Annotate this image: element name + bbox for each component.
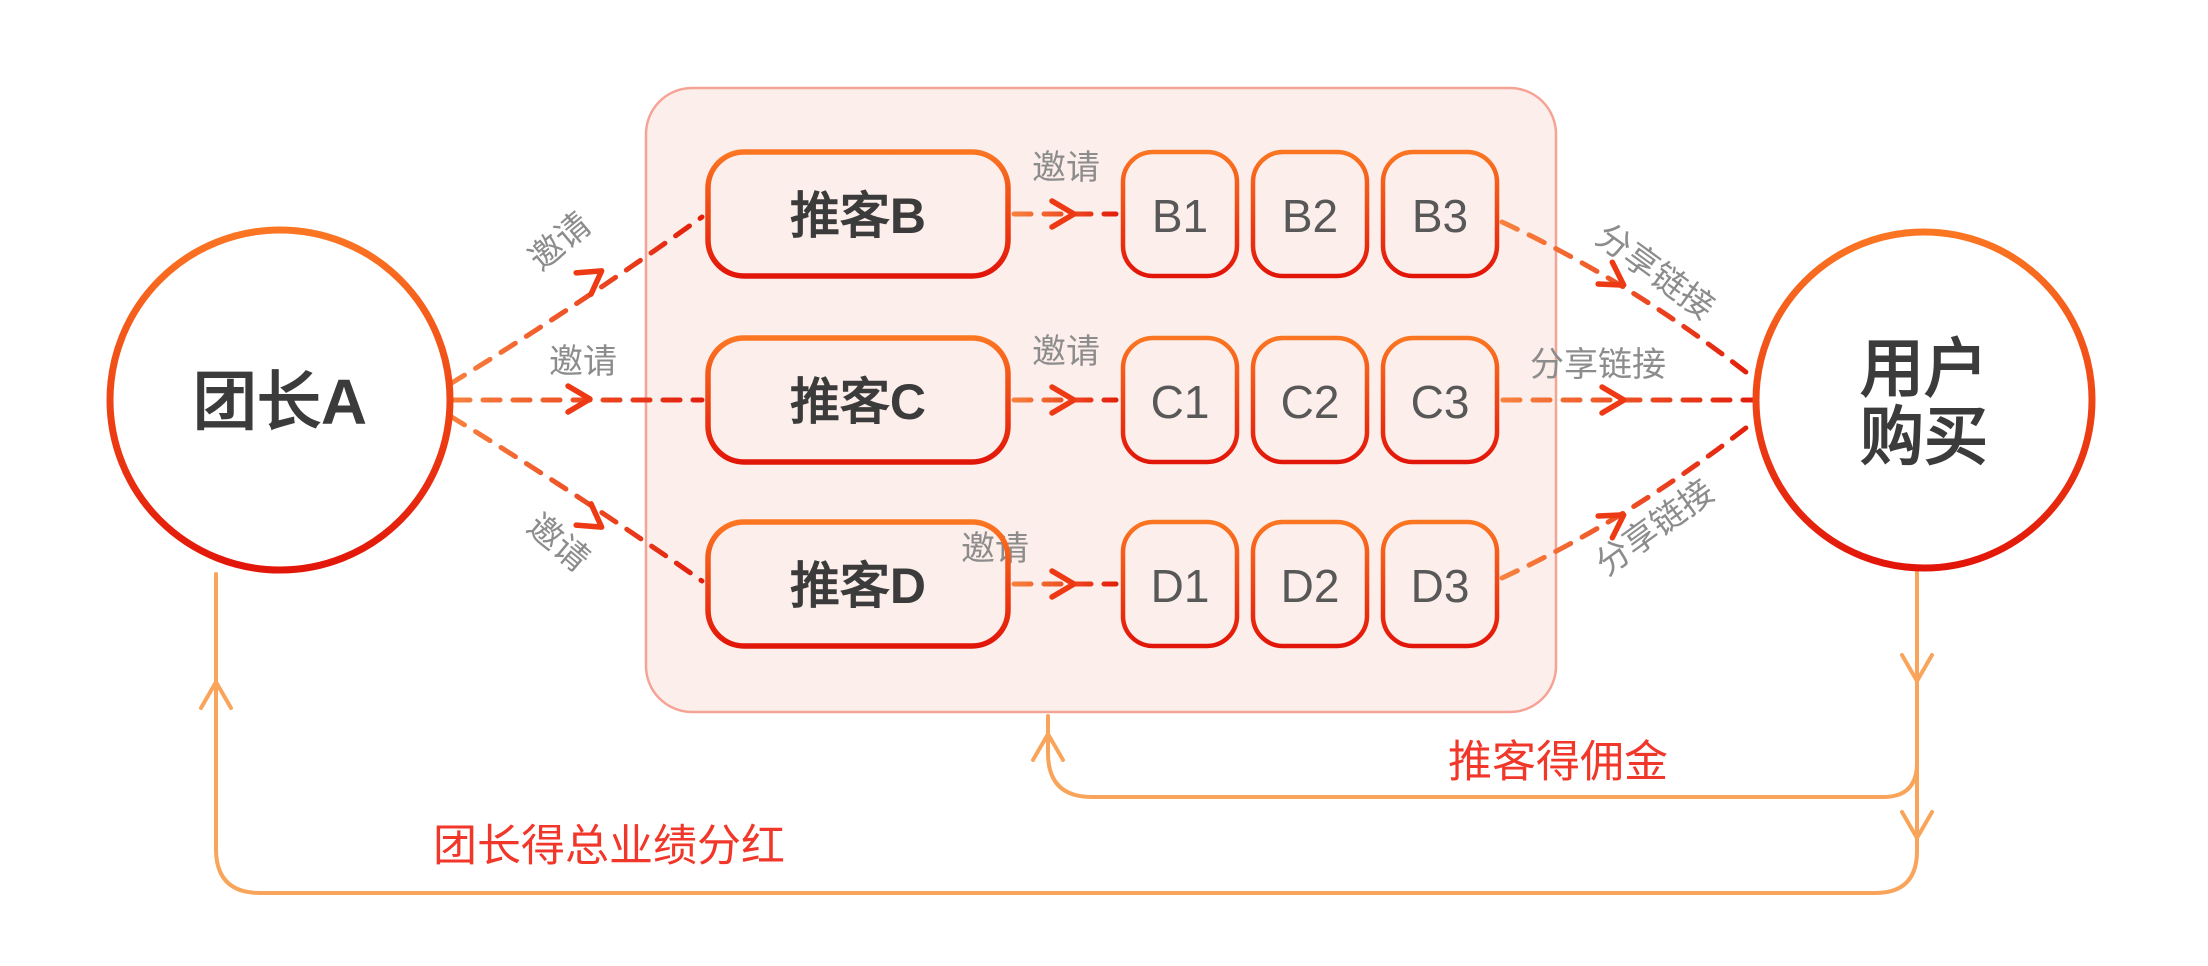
invite-label-row-c: 邀请 <box>1032 333 1100 371</box>
dividend-path <box>214 567 1919 895</box>
sub-promoter-box <box>1250 519 1370 649</box>
promoter-label: 推客D <box>790 558 926 614</box>
sub-node-d3: D3 <box>1380 519 1500 649</box>
commission-label: 推客得佣金 <box>1448 738 1668 787</box>
sub-promoter-box <box>1380 335 1500 465</box>
arrow-down-icon <box>1900 810 1934 840</box>
sub-promoter-box <box>1120 149 1240 279</box>
invite-label-bottom: 邀请 <box>520 507 597 580</box>
sub-node-b2: B2 <box>1250 149 1370 279</box>
sub-promoter-label: D3 <box>1411 560 1470 612</box>
arrow-up-icon <box>199 680 233 710</box>
sub-node-c3: C3 <box>1380 335 1500 465</box>
leader-node: 团长A <box>106 226 454 574</box>
arrowhead-icon <box>576 260 609 294</box>
promoter-label: 推客C <box>790 374 926 430</box>
sub-promoter-box <box>1120 335 1240 465</box>
sub-promoter-label: D2 <box>1281 560 1340 612</box>
buyer-label-line1: 用户 <box>1860 333 1988 405</box>
sub-promoter-label: D1 <box>1151 560 1210 612</box>
invite-label-row-d: 邀请 <box>961 530 1029 568</box>
dividend-label: 团长得总业绩分红 <box>433 822 785 871</box>
buyer-circle <box>1752 228 2096 572</box>
share-link-label-c: 分享链接 <box>1530 346 1666 384</box>
sub-promoter-box <box>1250 335 1370 465</box>
promoter-node-c: 推客C <box>705 335 1011 465</box>
sub-node-c2: C2 <box>1250 335 1370 465</box>
arrow-up-icon <box>1031 732 1065 762</box>
sub-node-c1: C1 <box>1120 335 1240 465</box>
promoter-box <box>705 149 1011 279</box>
sub-node-d2: D2 <box>1250 519 1370 649</box>
sub-promoter-box <box>1380 149 1500 279</box>
sub-node-d1: D1 <box>1120 519 1240 649</box>
promoter-label: 推客B <box>790 188 926 244</box>
leader-circle <box>106 226 454 574</box>
arrow-down-icon <box>1900 653 1934 683</box>
sub-promoter-label: C2 <box>1281 376 1340 428</box>
leader-label: 团长A <box>193 366 367 438</box>
promoter-box <box>705 519 1011 649</box>
arrowhead-icon <box>576 504 609 538</box>
sub-promoter-label: B3 <box>1412 190 1468 242</box>
promoter-node-d: 推客D <box>705 519 1011 649</box>
promoter-box <box>705 335 1011 465</box>
commission-path <box>1046 567 1919 799</box>
share-link-label-b: 分享链接 <box>1589 217 1721 328</box>
buyer-label-line2: 购买 <box>1860 401 1988 473</box>
sub-promoter-box <box>1250 149 1370 279</box>
buyer-node: 用户 购买 <box>1752 228 2096 572</box>
sub-promoter-label: B1 <box>1152 190 1208 242</box>
invite-label-middle: 邀请 <box>549 343 617 381</box>
sub-promoter-label: B2 <box>1282 190 1338 242</box>
invite-label-row-b: 邀请 <box>1032 149 1100 187</box>
sub-promoter-label: C1 <box>1151 376 1210 428</box>
share-link-label-d: 分享链接 <box>1589 473 1721 584</box>
sub-promoter-box <box>1120 519 1240 649</box>
sub-promoter-label: C3 <box>1411 376 1470 428</box>
sub-promoter-box <box>1380 519 1500 649</box>
sub-node-b3: B3 <box>1380 149 1500 279</box>
share-link-arrow-d <box>1499 417 1759 581</box>
sub-node-b1: B1 <box>1120 149 1240 279</box>
invite-label-top: 邀请 <box>522 206 599 279</box>
promoter-node-b: 推客B <box>705 149 1011 279</box>
invite-arrow-leader-to-b <box>447 214 705 387</box>
invite-arrow-leader-to-d <box>447 413 705 584</box>
share-link-arrow-b <box>1499 219 1759 383</box>
